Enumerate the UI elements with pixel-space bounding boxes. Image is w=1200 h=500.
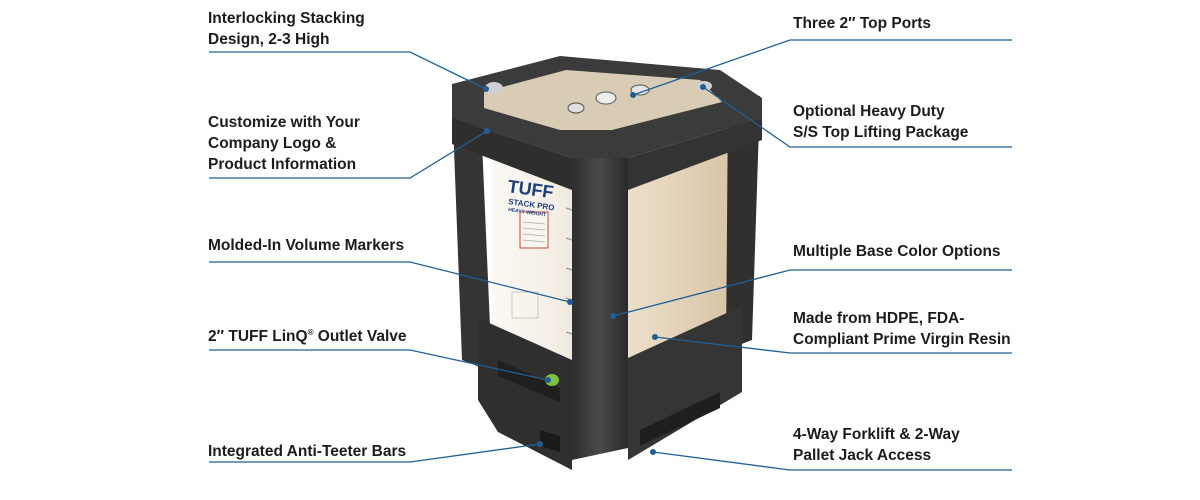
callout-teeter-line-1: Integrated Anti-Teeter Bars	[208, 443, 407, 460]
callout-lifting-line-1: Optional Heavy Duty	[793, 103, 945, 120]
callout-ports: Three 2″ Top Ports	[793, 13, 931, 34]
leader-lines	[209, 39, 1012, 471]
callout-logo: Customize with Your Company Logo & Produ…	[208, 112, 360, 175]
leader-dots	[483, 84, 706, 455]
callout-material-line-1: Made from HDPE, FDA-	[793, 310, 965, 327]
valve-prefix: 2″ TUFF LinQ	[208, 328, 308, 345]
callout-teeter: Integrated Anti-Teeter Bars	[208, 441, 406, 462]
leader-valve	[209, 349, 549, 381]
leader-markers	[209, 261, 571, 303]
callout-stacking-line-1: Interlocking Stacking	[208, 10, 365, 27]
callout-markers-line-1: Molded-In Volume Markers	[208, 237, 405, 254]
frame	[452, 56, 762, 470]
callout-lifting: Optional Heavy Duty S/S Top Lifting Pack…	[793, 101, 968, 143]
callout-forklift-line-2: Pallet Jack Access	[793, 447, 932, 464]
leader-material	[654, 336, 1012, 354]
leader-ports	[632, 39, 1012, 96]
leader-base-color	[612, 269, 1012, 317]
callout-logo-line-1: Customize with Your	[208, 114, 360, 131]
outlet-valve	[545, 374, 559, 386]
callout-forklift: 4-Way Forklift & 2-Way Pallet Jack Acces…	[793, 424, 960, 466]
callout-base-color-line-1: Multiple Base Color Options	[793, 243, 1001, 260]
leader-stacking	[209, 51, 487, 90]
callout-ports-line-1: Three 2″ Top Ports	[793, 15, 932, 32]
callout-lifting-line-2: S/S Top Lifting Package	[793, 124, 969, 141]
callout-valve: 2″ TUFF LinQ® Outlet Valve	[208, 326, 407, 347]
callout-stacking-line-2: Design, 2-3 High	[208, 31, 330, 48]
callout-logo-line-2: Company Logo &	[208, 135, 337, 152]
callout-valve-line-1: 2″ TUFF LinQ® Outlet Valve	[208, 326, 407, 347]
callout-material-line-2: Compliant Prime Virgin Resin	[793, 331, 1011, 348]
tuff-logo: TUFF STACK PRO HEAVY WEIGHT	[506, 176, 555, 218]
leader-lifting	[702, 86, 1012, 148]
callout-logo-line-3: Product Information	[208, 156, 357, 173]
leader-forklift	[652, 451, 1012, 471]
registered-mark: ®	[307, 328, 314, 337]
callout-stacking: Interlocking Stacking Design, 2-3 High	[208, 8, 365, 50]
valve-suffix: Outlet Valve	[313, 328, 407, 345]
logo-tag: HEAVY WEIGHT	[508, 207, 547, 218]
callout-markers: Molded-In Volume Markers	[208, 235, 404, 256]
leader-teeter	[209, 443, 541, 463]
callout-forklift-line-1: 4-Way Forklift & 2-Way	[793, 426, 960, 443]
leader-logo	[209, 130, 488, 179]
callout-base-color: Multiple Base Color Options	[793, 241, 1001, 262]
callout-material: Made from HDPE, FDA- Compliant Prime Vir…	[793, 308, 1011, 350]
